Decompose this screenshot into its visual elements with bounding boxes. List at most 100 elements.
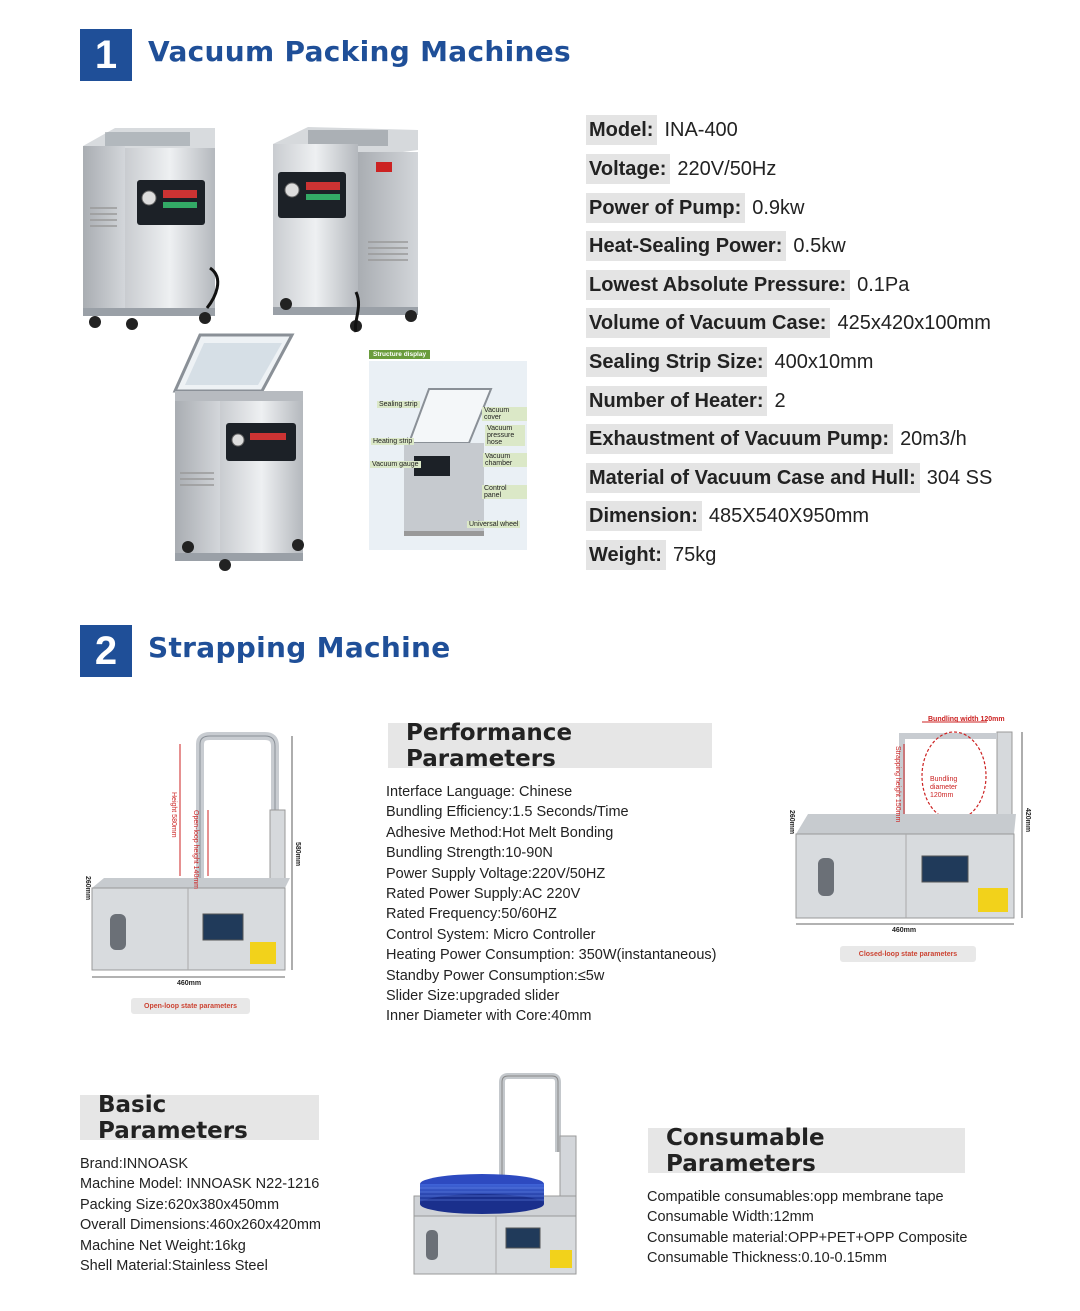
open-height-label: Height 580mm: [170, 792, 177, 838]
spec-row-dimension: Dimension: 485X540X950mm: [586, 501, 869, 531]
open-loop-machine-illustration: [91, 732, 293, 978]
closed-width-label: 460mm: [892, 927, 917, 934]
vacuum-machine-photo-angle: [273, 127, 418, 333]
diagram-label-vacuum-chamber: Vacuum chamber: [483, 453, 527, 467]
spec-value: 425x420x100mm: [837, 311, 991, 334]
consumable-parameters-list: Compatible consumables:opp membrane tape…: [647, 1187, 968, 1269]
open-strap-label: Open-loop height 140mm: [192, 810, 199, 889]
spec-label: Heat-Sealing Power:: [586, 231, 787, 261]
basic-parameters-list: Brand:INNOASK Machine Model: INNOASK N22…: [80, 1154, 321, 1276]
vacuum-machine-photo-front: [83, 128, 220, 330]
performance-parameters-header: Performance Parameters: [388, 720, 712, 772]
structure-display-label: Structure display: [369, 350, 431, 359]
performance-item: Bundling Efficiency:1.5 Seconds/Time: [386, 804, 629, 821]
diagram-label-universal-wheel: Universal wheel: [467, 521, 521, 528]
basic-item: Machine Net Weight:16kg: [80, 1237, 246, 1254]
performance-item: Slider Size:upgraded slider: [386, 987, 560, 1004]
performance-item: Standby Power Consumption:≤5w: [386, 967, 605, 984]
spec-value: 304 SS: [926, 466, 993, 489]
closed-height-label: 420mm: [1024, 808, 1031, 833]
spec-value: 220V/50Hz: [677, 157, 777, 180]
spec-label: Lowest Absolute Pressure:: [586, 270, 851, 300]
spec-row-strip-size: Sealing Strip Size: 400x10mm: [586, 347, 873, 377]
spec-label: Sealing Strip Size:: [586, 347, 768, 377]
diagram-label-heating-strip: Heating strip: [371, 438, 415, 445]
open-loop-diagram: Height 580mm Open-loop height 140mm 580m…: [80, 730, 310, 1020]
section-number-1: 1: [80, 29, 132, 81]
basic-item: Packing Size:620x380x450mm: [80, 1196, 280, 1213]
closed-loop-caption: Closed-loop state parameters: [840, 946, 976, 962]
consumable-item: Compatible consumables:opp membrane tape: [647, 1189, 944, 1205]
open-total-height-label: 580mm: [294, 842, 301, 867]
spec-row-case-volume: Volume of Vacuum Case: 425x420x100mm: [586, 308, 991, 338]
spec-label: Dimension:: [586, 501, 702, 531]
section-title-strapping: Strapping Machine: [148, 631, 451, 664]
structure-machine-illustration: [404, 388, 493, 536]
open-loop-caption: Open-loop state parameters: [131, 998, 250, 1014]
spec-label: Number of Heater:: [586, 386, 768, 416]
spec-row-heaters: Number of Heater: 2: [586, 386, 786, 416]
spec-label: Material of Vacuum Case and Hull:: [586, 463, 920, 493]
spec-label: Power of Pump:: [586, 193, 746, 223]
performance-item: Control System: Micro Controller: [386, 926, 596, 943]
spec-label: Model:: [586, 115, 658, 145]
spec-row-model: Model: INA-400: [586, 115, 738, 145]
basic-item: Machine Model: INNOASK N22-1216: [80, 1176, 320, 1193]
performance-item: Adhesive Method:Hot Melt Bonding: [386, 824, 614, 841]
consumable-item: Consumable Width:12mm: [647, 1209, 814, 1226]
performance-item: Inner Diameter with Core:40mm: [386, 1008, 592, 1025]
diagram-label-pressure-hose: Vacuum pressure hose: [485, 425, 525, 446]
spec-label: Exhaustment of Vacuum Pump:: [586, 424, 894, 454]
spec-label: Voltage:: [586, 154, 671, 184]
consumable-item: Consumable Thickness:0.10-0.15mm: [647, 1250, 887, 1267]
spec-row-weight: Weight: 75kg: [586, 540, 716, 570]
diagram-label-vacuum-gauge: Vacuum gauge: [370, 461, 421, 468]
performance-item: Heating Power Consumption: 350W(instanta…: [386, 947, 717, 964]
basic-item: Shell Material:Stainless Steel: [80, 1257, 268, 1274]
open-depth-label: 260mm: [84, 876, 91, 901]
closed-diameter-label: Bundling diameter 120mm: [930, 776, 958, 799]
performance-item: Rated Frequency:50/60HZ: [386, 906, 557, 923]
closed-strap-height-label: Strapping height 150mm: [894, 746, 901, 823]
consumable-parameters-header: Consumable Parameters: [648, 1125, 965, 1177]
spec-value: 20m3/h: [900, 427, 967, 450]
section-number-2: 2: [80, 625, 132, 677]
performance-parameters-list: Interface Language: Chinese Bundling Eff…: [386, 782, 716, 1027]
spec-row-exhaustment: Exhaustment of Vacuum Pump: 20m3/h: [586, 424, 967, 454]
basic-item: Overall Dimensions:460x260x420mm: [80, 1217, 321, 1234]
spec-value: 0.9kw: [752, 196, 805, 219]
closed-loop-diagram: Bundling width 120mm Strapping height 15…: [782, 714, 1042, 974]
spec-value: 2: [774, 389, 786, 412]
spec-value: 400x10mm: [774, 350, 874, 373]
spec-label: Weight:: [586, 540, 666, 570]
spec-value: 0.1Pa: [857, 273, 910, 296]
spec-row-voltage: Voltage: 220V/50Hz: [586, 154, 776, 184]
structure-display-diagram: Structure display Sealing strip Vacuum c…: [369, 350, 527, 550]
spec-value: 0.5kw: [793, 234, 846, 257]
consumable-item: Consumable material:OPP+PET+OPP Composit…: [647, 1229, 968, 1246]
performance-item: Power Supply Voltage:220V/50HZ: [386, 865, 606, 882]
basic-parameters-header: Basic Parameters: [80, 1092, 319, 1144]
basic-item: Brand:INNOASK: [80, 1156, 188, 1172]
diagram-label-sealing-strip: Sealing strip: [377, 401, 420, 408]
spec-row-pressure: Lowest Absolute Pressure: 0.1Pa: [586, 270, 909, 300]
spec-row-material: Material of Vacuum Case and Hull: 304 SS: [586, 463, 992, 493]
spec-value: INA-400: [664, 118, 738, 141]
performance-item: Interface Language: Chinese: [386, 784, 573, 800]
diagram-label-control-panel: Control panel: [482, 485, 527, 499]
open-width-label: 460mm: [177, 980, 202, 987]
closed-bundling-width-label: Bundling width 120mm: [928, 716, 1005, 723]
diagram-label-vacuum-cover: Vacuum cover: [482, 407, 527, 421]
performance-item: Bundling Strength:10-90N: [386, 845, 553, 862]
spec-label: Volume of Vacuum Case:: [586, 308, 831, 338]
section-title-vacuum: Vacuum Packing Machines: [148, 35, 572, 68]
performance-item: Rated Power Supply:AC 220V: [386, 885, 581, 902]
closed-loop-machine-illustration: [795, 721, 1023, 925]
closed-depth-label: 260mm: [788, 810, 795, 835]
spec-value: 485X540X950mm: [708, 504, 870, 527]
vacuum-machine-photo-open: [172, 333, 304, 571]
strapping-machine-photo: [413, 1073, 577, 1275]
spec-row-sealing-power: Heat-Sealing Power: 0.5kw: [586, 231, 846, 261]
spec-row-pump-power: Power of Pump: 0.9kw: [586, 193, 804, 223]
spec-value: 75kg: [672, 543, 717, 566]
